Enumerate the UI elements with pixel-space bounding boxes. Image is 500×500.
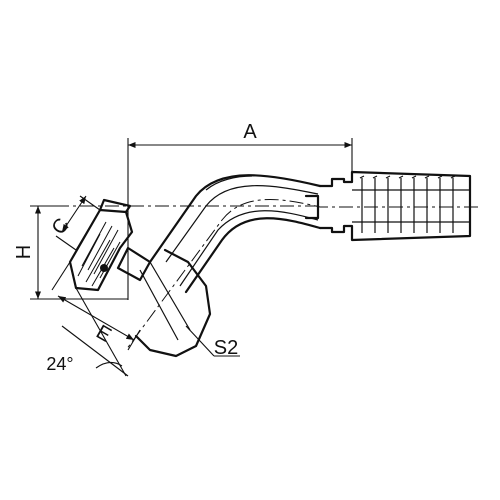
dimension-c: C	[48, 195, 101, 251]
hex-nut	[116, 246, 212, 358]
center-lines	[30, 198, 478, 351]
dimension-h-label: H	[13, 245, 35, 259]
s2-label: S2	[214, 337, 238, 359]
bent-body	[148, 174, 322, 294]
dimension-c-label: C	[48, 214, 74, 238]
s2-callout: S2	[185, 325, 240, 359]
dimension-a-label: A	[243, 121, 257, 143]
hose-tail	[304, 170, 472, 242]
angle-dimension: 24°	[46, 287, 129, 377]
dimension-a: A	[127, 121, 353, 300]
dimension-e: E	[51, 261, 141, 351]
angle-label: 24°	[46, 354, 73, 374]
dimension-e-label: E	[92, 321, 115, 347]
